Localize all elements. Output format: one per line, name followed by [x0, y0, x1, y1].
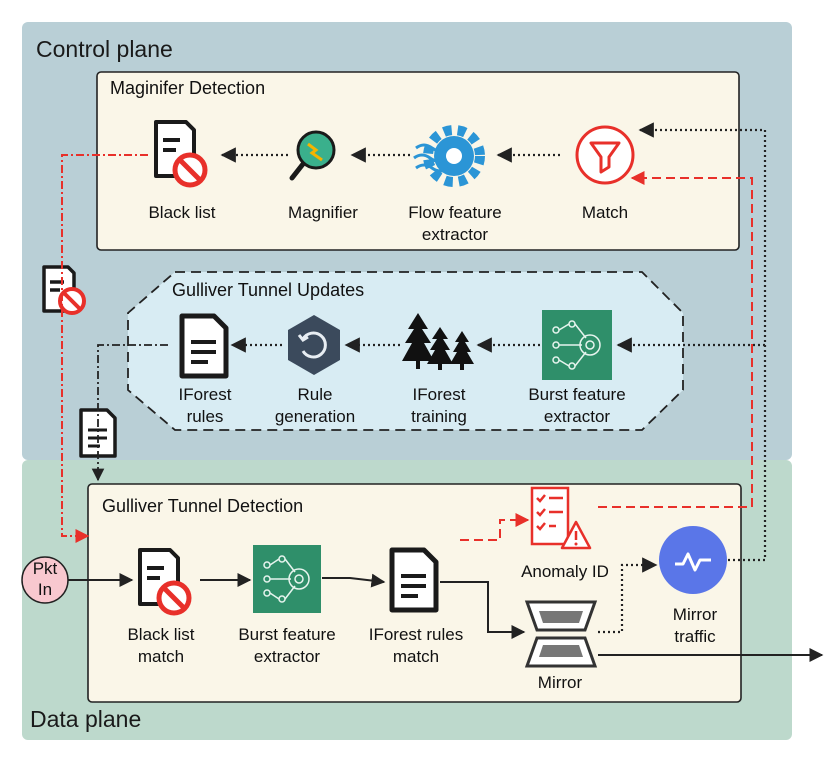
label-black-list: Black list [148, 203, 216, 222]
arrow-into-anomaly [460, 513, 530, 541]
label-mirror: Mirror [537, 673, 583, 692]
arrow-burst-to-rules [322, 573, 386, 588]
doc-block-icon [138, 548, 192, 616]
document-icon [79, 408, 117, 458]
neural-gear-icon [253, 545, 321, 613]
arrow-rules-to-dataplane [91, 344, 168, 482]
tunnel-detection-title: Gulliver Tunnel Detection [102, 496, 304, 516]
mirror-icon [524, 600, 598, 668]
document-icon [179, 313, 229, 379]
doc-block-icon [154, 120, 208, 188]
magnifier-icon [289, 130, 336, 181]
arrow-rules-to-mirror [440, 581, 526, 639]
magnifier-detection-title: Maginifer Detection [110, 78, 266, 98]
tunnel-updates-title: Gulliver Tunnel Updates [172, 280, 365, 300]
trees-icon [402, 313, 474, 370]
neural-gear-icon [542, 310, 612, 380]
control-plane-title: Control plane [36, 36, 173, 62]
doc-block-icon [42, 265, 86, 315]
pulse-icon [659, 526, 727, 594]
label-anomaly-id: Anomaly ID [521, 562, 609, 581]
refresh-hex-icon [288, 315, 340, 375]
gear-wave-icon [413, 125, 485, 187]
funnel-icon [575, 125, 635, 185]
arrow-anomaly-to-match [598, 171, 753, 508]
arrow-mirror-to-traffic [598, 557, 658, 634]
label-magnifier: Magnifier [288, 203, 358, 222]
label-match: Match [581, 203, 629, 222]
magnifier-detection-box [96, 71, 740, 251]
document-icon [389, 547, 439, 613]
data-plane-title: Data plane [30, 706, 142, 732]
checklist-warning-icon [530, 486, 592, 550]
arrow-blacklist-to-dataplane [61, 154, 148, 543]
